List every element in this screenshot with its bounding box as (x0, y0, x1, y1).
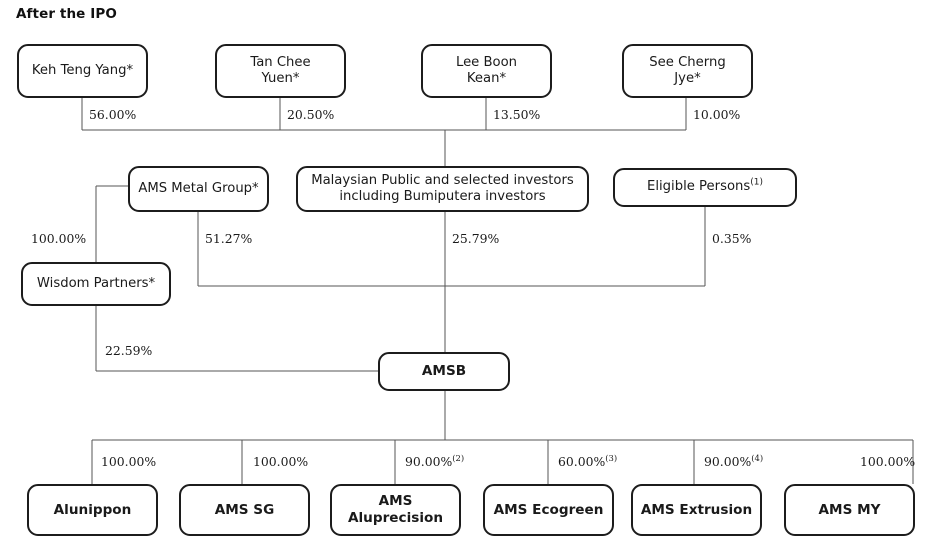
node-eligible-persons[interactable]: Eligible Persons(1) (613, 168, 797, 207)
percent-ams-extrusion: 90.00%(4) (704, 454, 763, 469)
node-label: AMS SG (214, 501, 275, 518)
percent-ams-metal-to-wisdom: 100.00% (31, 231, 87, 246)
percent-see-cherng-jye: 10.00% (693, 107, 741, 122)
node-malaysian-public[interactable]: Malaysian Public and selected investors … (296, 166, 589, 212)
node-label-line2: Kean* (466, 71, 507, 86)
percent-alunippon: 100.00% (101, 454, 156, 469)
percent-ams-ecogreen: 60.00%(3) (558, 454, 617, 469)
node-label: AMS Metal Group* (138, 180, 259, 196)
node-label: Eligible Persons(1) (647, 179, 763, 195)
percent-value: 90.00% (704, 454, 752, 469)
percent-tan-chee-yuen: 20.50% (287, 107, 335, 122)
node-label-text: Eligible Persons (647, 179, 751, 195)
node-label-line2: Jye* (674, 71, 701, 86)
node-label: Keh Teng Yang* (31, 62, 134, 78)
node-label: Malaysian Public and selected investors … (311, 173, 574, 205)
percent-wisdom-to-amsb: 22.59% (105, 343, 153, 358)
node-label: Lee Boon Kean* (456, 55, 517, 87)
node-label: See Cherng Jye* (649, 55, 725, 87)
node-label-line2: Aluprecision (348, 510, 443, 526)
percent-value: 100.00% (860, 454, 916, 469)
node-lee-boon-kean[interactable]: Lee Boon Kean* (421, 44, 552, 98)
node-label: AMS Aluprecision (348, 493, 443, 526)
percent-malaysian-public: 25.79% (452, 231, 500, 246)
node-ams-metal-group[interactable]: AMS Metal Group* (128, 166, 269, 212)
node-ams-my[interactable]: AMS MY (784, 484, 915, 536)
node-label: AMS Extrusion (640, 501, 753, 518)
node-label-line2: Yuen* (261, 71, 300, 86)
percent-ams-metal-group: 51.27% (205, 231, 253, 246)
footnote-marker: (1) (750, 178, 763, 189)
node-tan-chee-yuen[interactable]: Tan Chee Yuen* (215, 44, 346, 98)
percent-keh-teng-yang: 56.00% (89, 107, 137, 122)
percent-lee-boon-kean: 13.50% (493, 107, 541, 122)
node-amsb[interactable]: AMSB (378, 352, 510, 391)
node-label-line1: AMS (378, 493, 413, 510)
page-title: After the IPO (16, 6, 117, 22)
node-label: AMS MY (818, 501, 881, 518)
node-label: AMSB (421, 363, 467, 380)
node-label-line1: Lee Boon (455, 54, 518, 70)
node-keh-teng-yang[interactable]: Keh Teng Yang* (17, 44, 148, 98)
percent-value: 100.00% (253, 454, 309, 469)
node-see-cherng-jye[interactable]: See Cherng Jye* (622, 44, 753, 98)
percent-ams-aluprecision: 90.00%(2) (405, 454, 464, 469)
percent-value: 90.00% (405, 454, 453, 469)
node-ams-aluprecision[interactable]: AMS Aluprecision (330, 484, 461, 536)
node-label-line1: Tan Chee (250, 54, 311, 70)
node-label: Wisdom Partners* (36, 275, 156, 291)
node-label-line1: Malaysian Public and selected investors (311, 172, 574, 188)
node-label: AMS Ecogreen (493, 501, 604, 518)
footnote-marker: (3) (605, 452, 618, 463)
node-ams-ecogreen[interactable]: AMS Ecogreen (483, 484, 614, 536)
node-label: Tan Chee Yuen* (250, 55, 310, 87)
node-label-line1: See Cherng (649, 54, 726, 70)
node-label: Alunippon (53, 501, 132, 518)
node-ams-sg[interactable]: AMS SG (179, 484, 310, 536)
footnote-marker: (2) (452, 452, 465, 463)
node-wisdom-partners[interactable]: Wisdom Partners* (21, 262, 171, 306)
percent-eligible-persons: 0.35% (712, 231, 752, 246)
node-alunippon[interactable]: Alunippon (27, 484, 158, 536)
footnote-marker: (4) (751, 452, 764, 463)
node-label-line2: including Bumiputera investors (339, 189, 546, 204)
percent-ams-sg: 100.00% (253, 454, 308, 469)
percent-value: 100.00% (101, 454, 157, 469)
percent-ams-my: 100.00% (860, 454, 915, 469)
node-ams-extrusion[interactable]: AMS Extrusion (631, 484, 762, 536)
percent-value: 60.00% (558, 454, 606, 469)
